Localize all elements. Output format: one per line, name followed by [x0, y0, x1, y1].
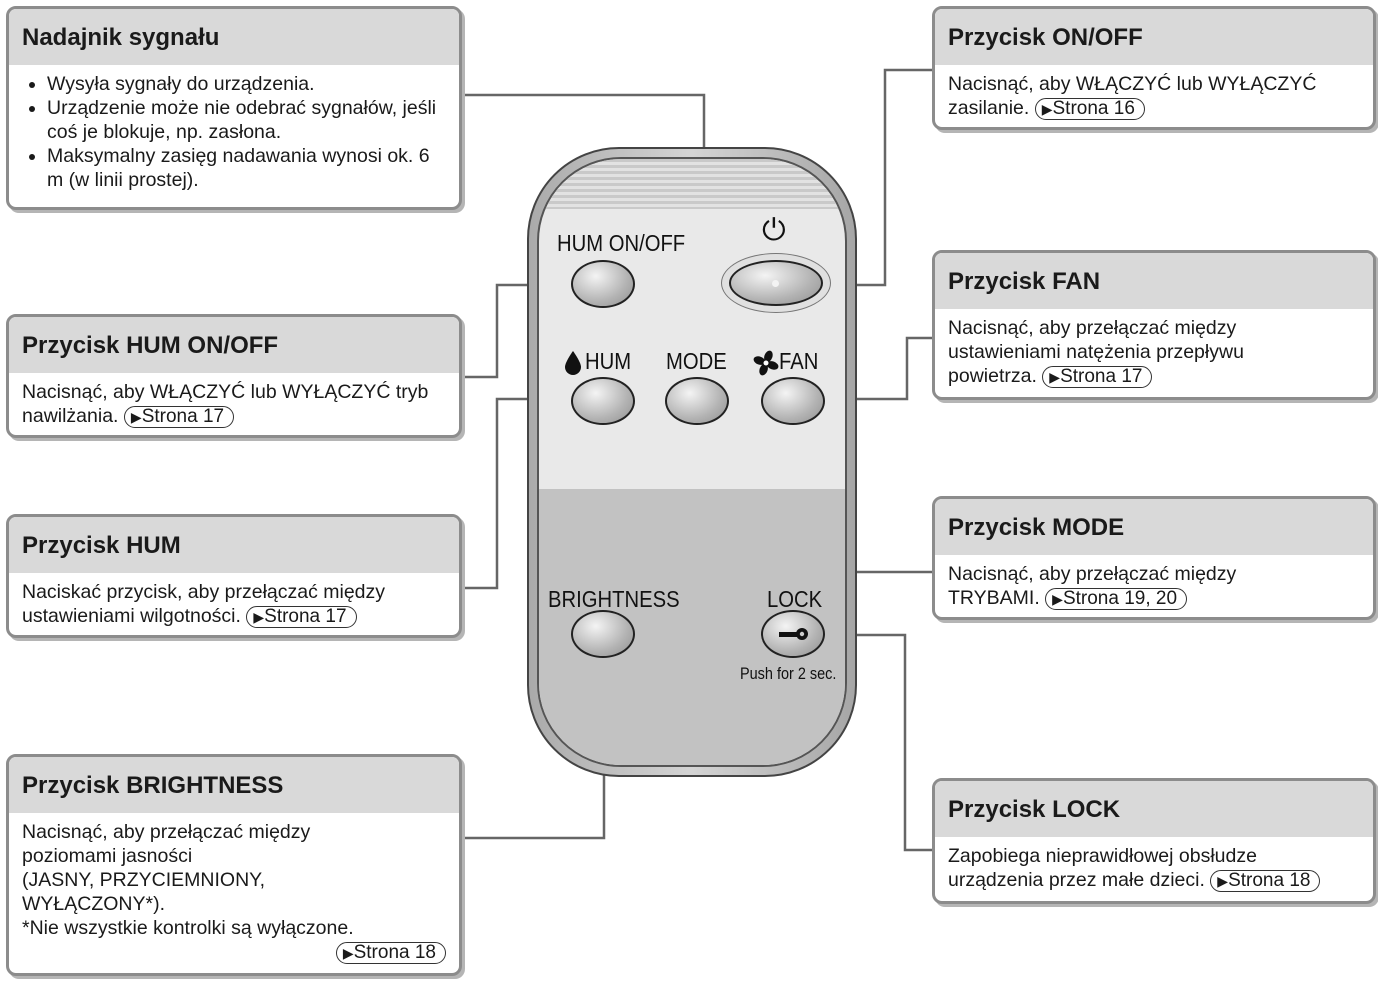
callout-text: Nacisnąć, aby WŁĄCZYĆ lub WYŁĄCZYĆ tryb … — [22, 381, 429, 427]
bullet-item: Wysyła sygnały do urządzenia. — [47, 72, 446, 96]
callout-text-line: poziomami jasności — [22, 845, 193, 867]
page-reference-link[interactable]: ▶Strona 16 — [1034, 98, 1145, 120]
callout-title: Przycisk ON/OFF — [935, 9, 1373, 65]
brightness-label: BRIGHTNESS — [548, 586, 680, 612]
callout-title: Nadajnik sygnału — [9, 9, 459, 65]
hum-onoff-button[interactable] — [571, 260, 635, 308]
page-reference-link[interactable]: ▶Strona 18 — [335, 942, 446, 964]
leader-transmitter — [461, 93, 706, 152]
play-triangle-icon: ▶ — [253, 609, 265, 625]
callout-title: Przycisk HUM ON/OFF — [9, 317, 459, 373]
callout-title: Przycisk FAN — [935, 253, 1373, 309]
mode-button[interactable] — [665, 377, 729, 425]
page-reference-link[interactable]: ▶Strona 19, 20 — [1045, 588, 1188, 610]
callout-brightness: Przycisk BRIGHTNESS Nacisnąć, aby przełą… — [6, 754, 462, 976]
callout-onoff: Przycisk ON/OFF Nacisnąć, aby WŁĄCZYĆ lu… — [932, 6, 1376, 130]
callout-title: Przycisk LOCK — [935, 781, 1373, 837]
leader-lock — [820, 633, 933, 852]
fan-icon — [753, 350, 779, 381]
callout-title: Przycisk HUM — [9, 517, 459, 573]
lock-button[interactable] — [761, 610, 825, 658]
fan-button[interactable] — [761, 377, 825, 425]
lock-hint: Push for 2 sec. — [740, 664, 837, 683]
fan-label: FAN — [779, 348, 819, 374]
play-triangle-icon: ▶ — [1049, 369, 1061, 385]
callout-text: Nacisnąć, aby przełączać między TRYBAMI. — [948, 563, 1237, 609]
brightness-button[interactable] — [571, 610, 635, 658]
callout-lock: Przycisk LOCK Zapobiega nieprawidłowej o… — [932, 778, 1376, 904]
power-button-dot — [772, 280, 779, 287]
play-triangle-icon: ▶ — [1052, 591, 1063, 607]
water-drop-icon — [563, 350, 583, 381]
page-reference-link[interactable]: ▶Strona 17 — [123, 406, 235, 428]
page-reference-link[interactable]: ▶Strona 18 — [1210, 870, 1321, 892]
hum-onoff-label: HUM ON/OFF — [557, 230, 686, 256]
play-triangle-icon: ▶ — [130, 409, 142, 425]
hum-button[interactable] — [571, 377, 635, 425]
play-triangle-icon: ▶ — [342, 945, 354, 961]
key-icon — [777, 625, 811, 648]
lock-label: LOCK — [767, 586, 823, 612]
leader-fan — [827, 336, 933, 401]
page-reference-link[interactable]: ▶Strona 17 — [1042, 366, 1153, 388]
callout-title: Przycisk MODE — [935, 499, 1373, 555]
callout-text-line: Nacisnąć, aby przełączać między — [22, 821, 311, 843]
callout-text-line: WYŁĄCZONY*). — [22, 893, 166, 915]
bullet-item: Urządzenie może nie odebrać sygnałów, je… — [47, 96, 446, 144]
callout-text: Zapobiega nieprawidłowej obsłudze urządz… — [948, 845, 1257, 891]
signal-transmitter-window — [539, 159, 845, 209]
page-reference-link[interactable]: ▶Strona 17 — [246, 606, 357, 628]
callout-transmitter: Nadajnik sygnału Wysyła sygnały do urząd… — [6, 6, 462, 210]
callout-hum-onoff: Przycisk HUM ON/OFF Nacisnąć, aby WŁĄCZY… — [6, 314, 462, 438]
callout-text-line: *Nie wszystkie kontrolki są wyłączone. — [22, 917, 354, 939]
callout-text: Naciskać przycisk, aby przełączać między… — [22, 581, 386, 627]
play-triangle-icon: ▶ — [1041, 101, 1053, 117]
callout-title: Przycisk BRIGHTNESS — [9, 757, 459, 813]
onoff-button[interactable] — [729, 260, 823, 306]
power-icon: ⏻ — [762, 214, 786, 247]
bullet-list: Wysyła sygnały do urządzenia. Urządzenie… — [22, 72, 446, 192]
leader-onoff — [829, 68, 933, 287]
hum-label: HUM — [585, 348, 632, 374]
callout-text: Nacisnąć, aby przełączać między ustawien… — [948, 317, 1244, 387]
play-triangle-icon: ▶ — [1217, 873, 1229, 889]
bullet-item: Maksymalny zasięg nadawania wynosi ok. 6… — [47, 144, 446, 192]
callout-text: Nacisnąć, aby WŁĄCZYĆ lub WYŁĄCZYĆ zasil… — [948, 73, 1317, 119]
callout-hum: Przycisk HUM Naciskać przycisk, aby prze… — [6, 514, 462, 638]
callout-fan: Przycisk FAN Nacisnąć, aby przełączać mi… — [932, 250, 1376, 400]
mode-label: MODE — [666, 348, 727, 374]
callout-text-line: (JASNY, PRZYCIEMNIONY, — [22, 869, 266, 891]
callout-mode: Przycisk MODE Nacisnąć, aby przełączać m… — [932, 496, 1376, 620]
